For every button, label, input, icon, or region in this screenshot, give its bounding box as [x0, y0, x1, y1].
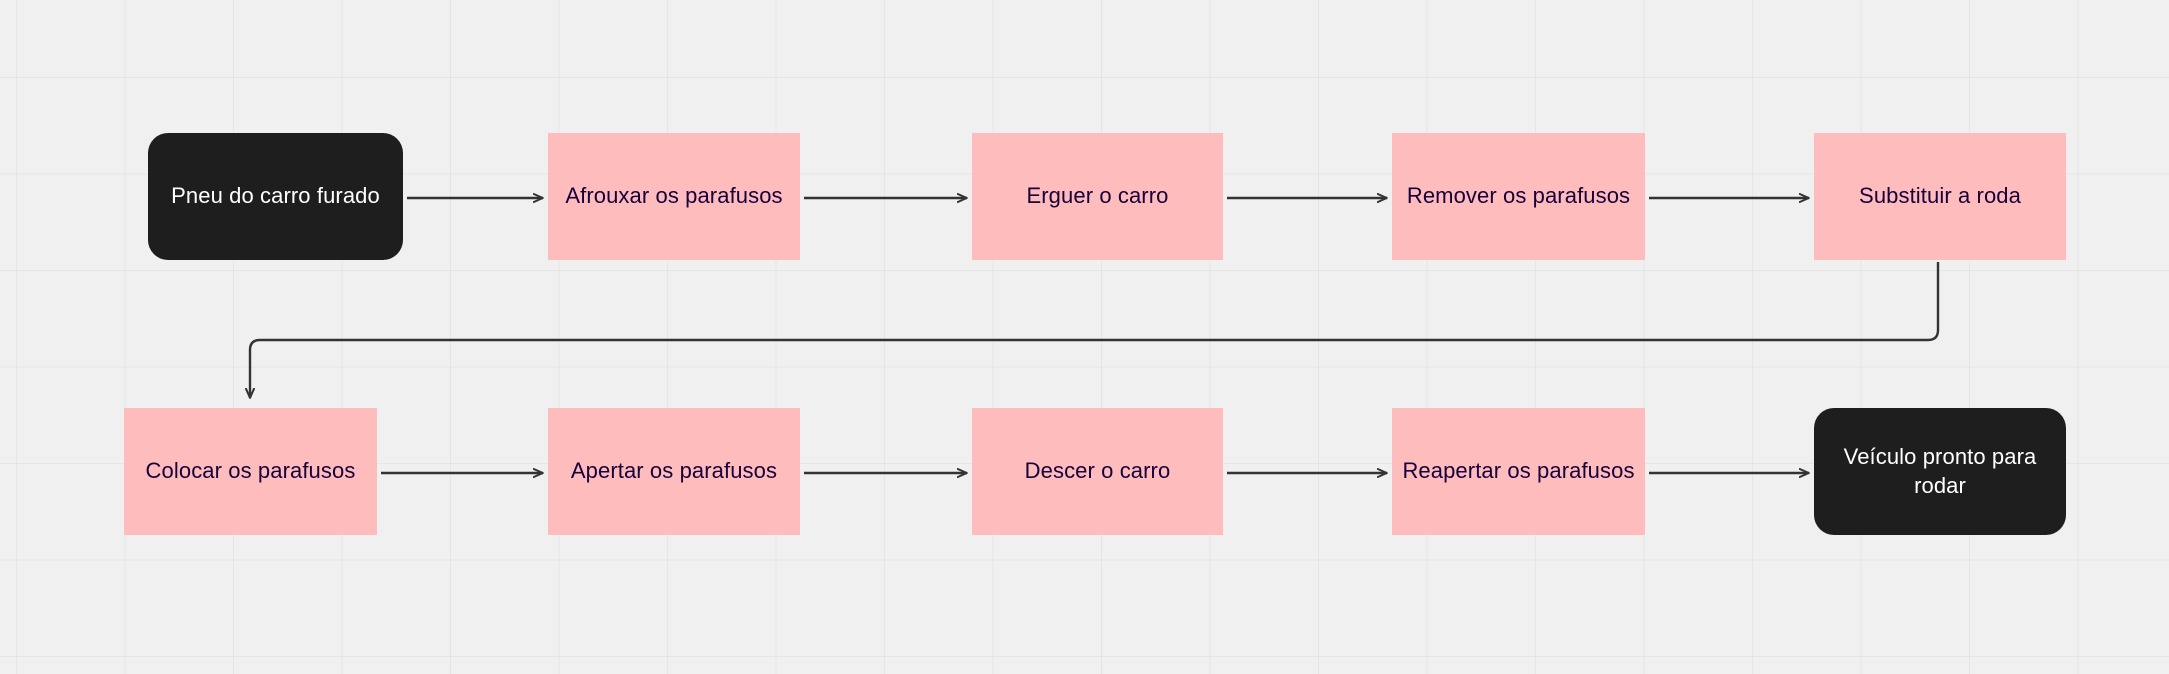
- node-colocar-os-parafusos[interactable]: Colocar os parafusos: [124, 408, 377, 535]
- node-label: Pneu do carro furado: [171, 183, 380, 209]
- node-label: Descer o carro: [1024, 458, 1171, 484]
- node-label: Veículo pronto para rodar: [1843, 444, 2037, 498]
- node-label: Remover os parafusos: [1406, 183, 1631, 209]
- node-label: Colocar os parafusos: [145, 458, 356, 484]
- node-remover-os-parafusos[interactable]: Remover os parafusos: [1392, 133, 1645, 260]
- node-label: Afrouxar os parafusos: [565, 183, 783, 209]
- node-erguer-o-carro[interactable]: Erguer o carro: [972, 133, 1223, 260]
- node-label: Reapertar os parafusos: [1402, 458, 1635, 484]
- node-pneu-do-carro-furado[interactable]: Pneu do carro furado: [148, 133, 403, 260]
- node-afrouxar-os-parafusos[interactable]: Afrouxar os parafusos: [548, 133, 800, 260]
- node-reapertar-os-parafusos[interactable]: Reapertar os parafusos: [1392, 408, 1645, 535]
- edge-substituir-to-colocar: [245, 262, 1940, 399]
- node-label: Erguer o carro: [1026, 183, 1169, 209]
- node-label: Apertar os parafusos: [570, 458, 778, 484]
- node-substituir-a-roda[interactable]: Substituir a roda: [1814, 133, 2066, 260]
- node-descer-o-carro[interactable]: Descer o carro: [972, 408, 1223, 535]
- node-apertar-os-parafusos[interactable]: Apertar os parafusos: [548, 408, 800, 535]
- node-label: Substituir a roda: [1859, 183, 2021, 209]
- node-veiculo-pronto-para-rodar[interactable]: Veículo pronto para rodar: [1814, 408, 2066, 535]
